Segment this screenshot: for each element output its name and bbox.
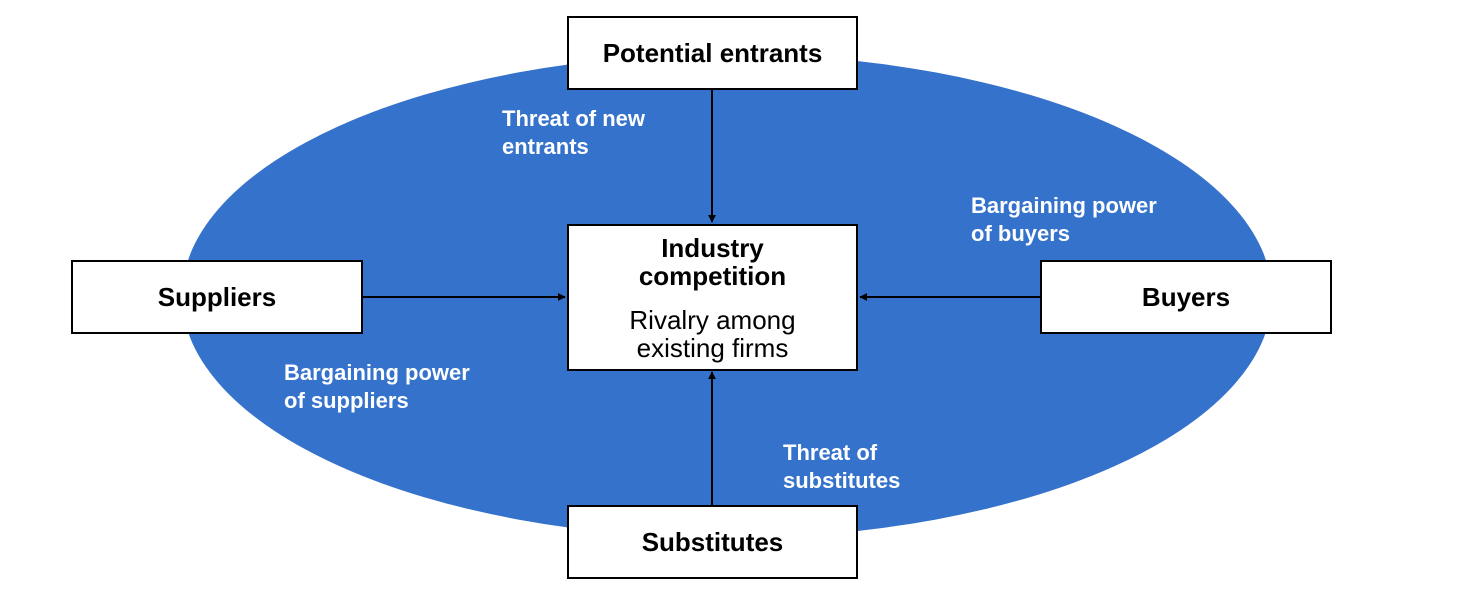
label-line: substitutes [783, 468, 901, 493]
industry-competition-title: Industry competition [639, 234, 786, 290]
label-line: Threat of [783, 440, 878, 465]
rivalry-subtitle: Rivalry among existing firms [629, 306, 795, 362]
potential-entrants-label: Potential entrants [602, 37, 823, 68]
center-title-line: Industry [661, 232, 764, 263]
label-line: of suppliers [284, 388, 409, 413]
buyers-box: Buyers [1040, 260, 1332, 334]
label-line: Threat of new [502, 106, 646, 131]
substitutes-box: Substitutes [567, 505, 858, 579]
suppliers-box: Suppliers [71, 260, 363, 334]
suppliers-label: Suppliers [157, 281, 277, 312]
label-line: of buyers [971, 221, 1071, 246]
potential-entrants-box: Potential entrants [567, 16, 858, 90]
buyers-power-label: Bargaining power of buyers [971, 192, 1157, 248]
label-line: Bargaining power [284, 360, 470, 385]
buyers-label: Buyers [1141, 281, 1231, 312]
suppliers-power-label: Bargaining power of suppliers [284, 359, 470, 415]
threat-new-entrants-label: Threat of new entrants [502, 105, 645, 161]
center-sub-line: existing firms [636, 332, 789, 363]
center-sub-line: Rivalry among [629, 304, 796, 335]
label-line: Bargaining power [971, 193, 1157, 218]
industry-competition-box: Industry competition Rivalry among exist… [567, 224, 858, 371]
threat-substitutes-label: Threat of substitutes [783, 439, 900, 495]
substitutes-label: Substitutes [641, 526, 784, 557]
label-line: entrants [502, 134, 589, 159]
center-title-line: competition [638, 260, 787, 291]
